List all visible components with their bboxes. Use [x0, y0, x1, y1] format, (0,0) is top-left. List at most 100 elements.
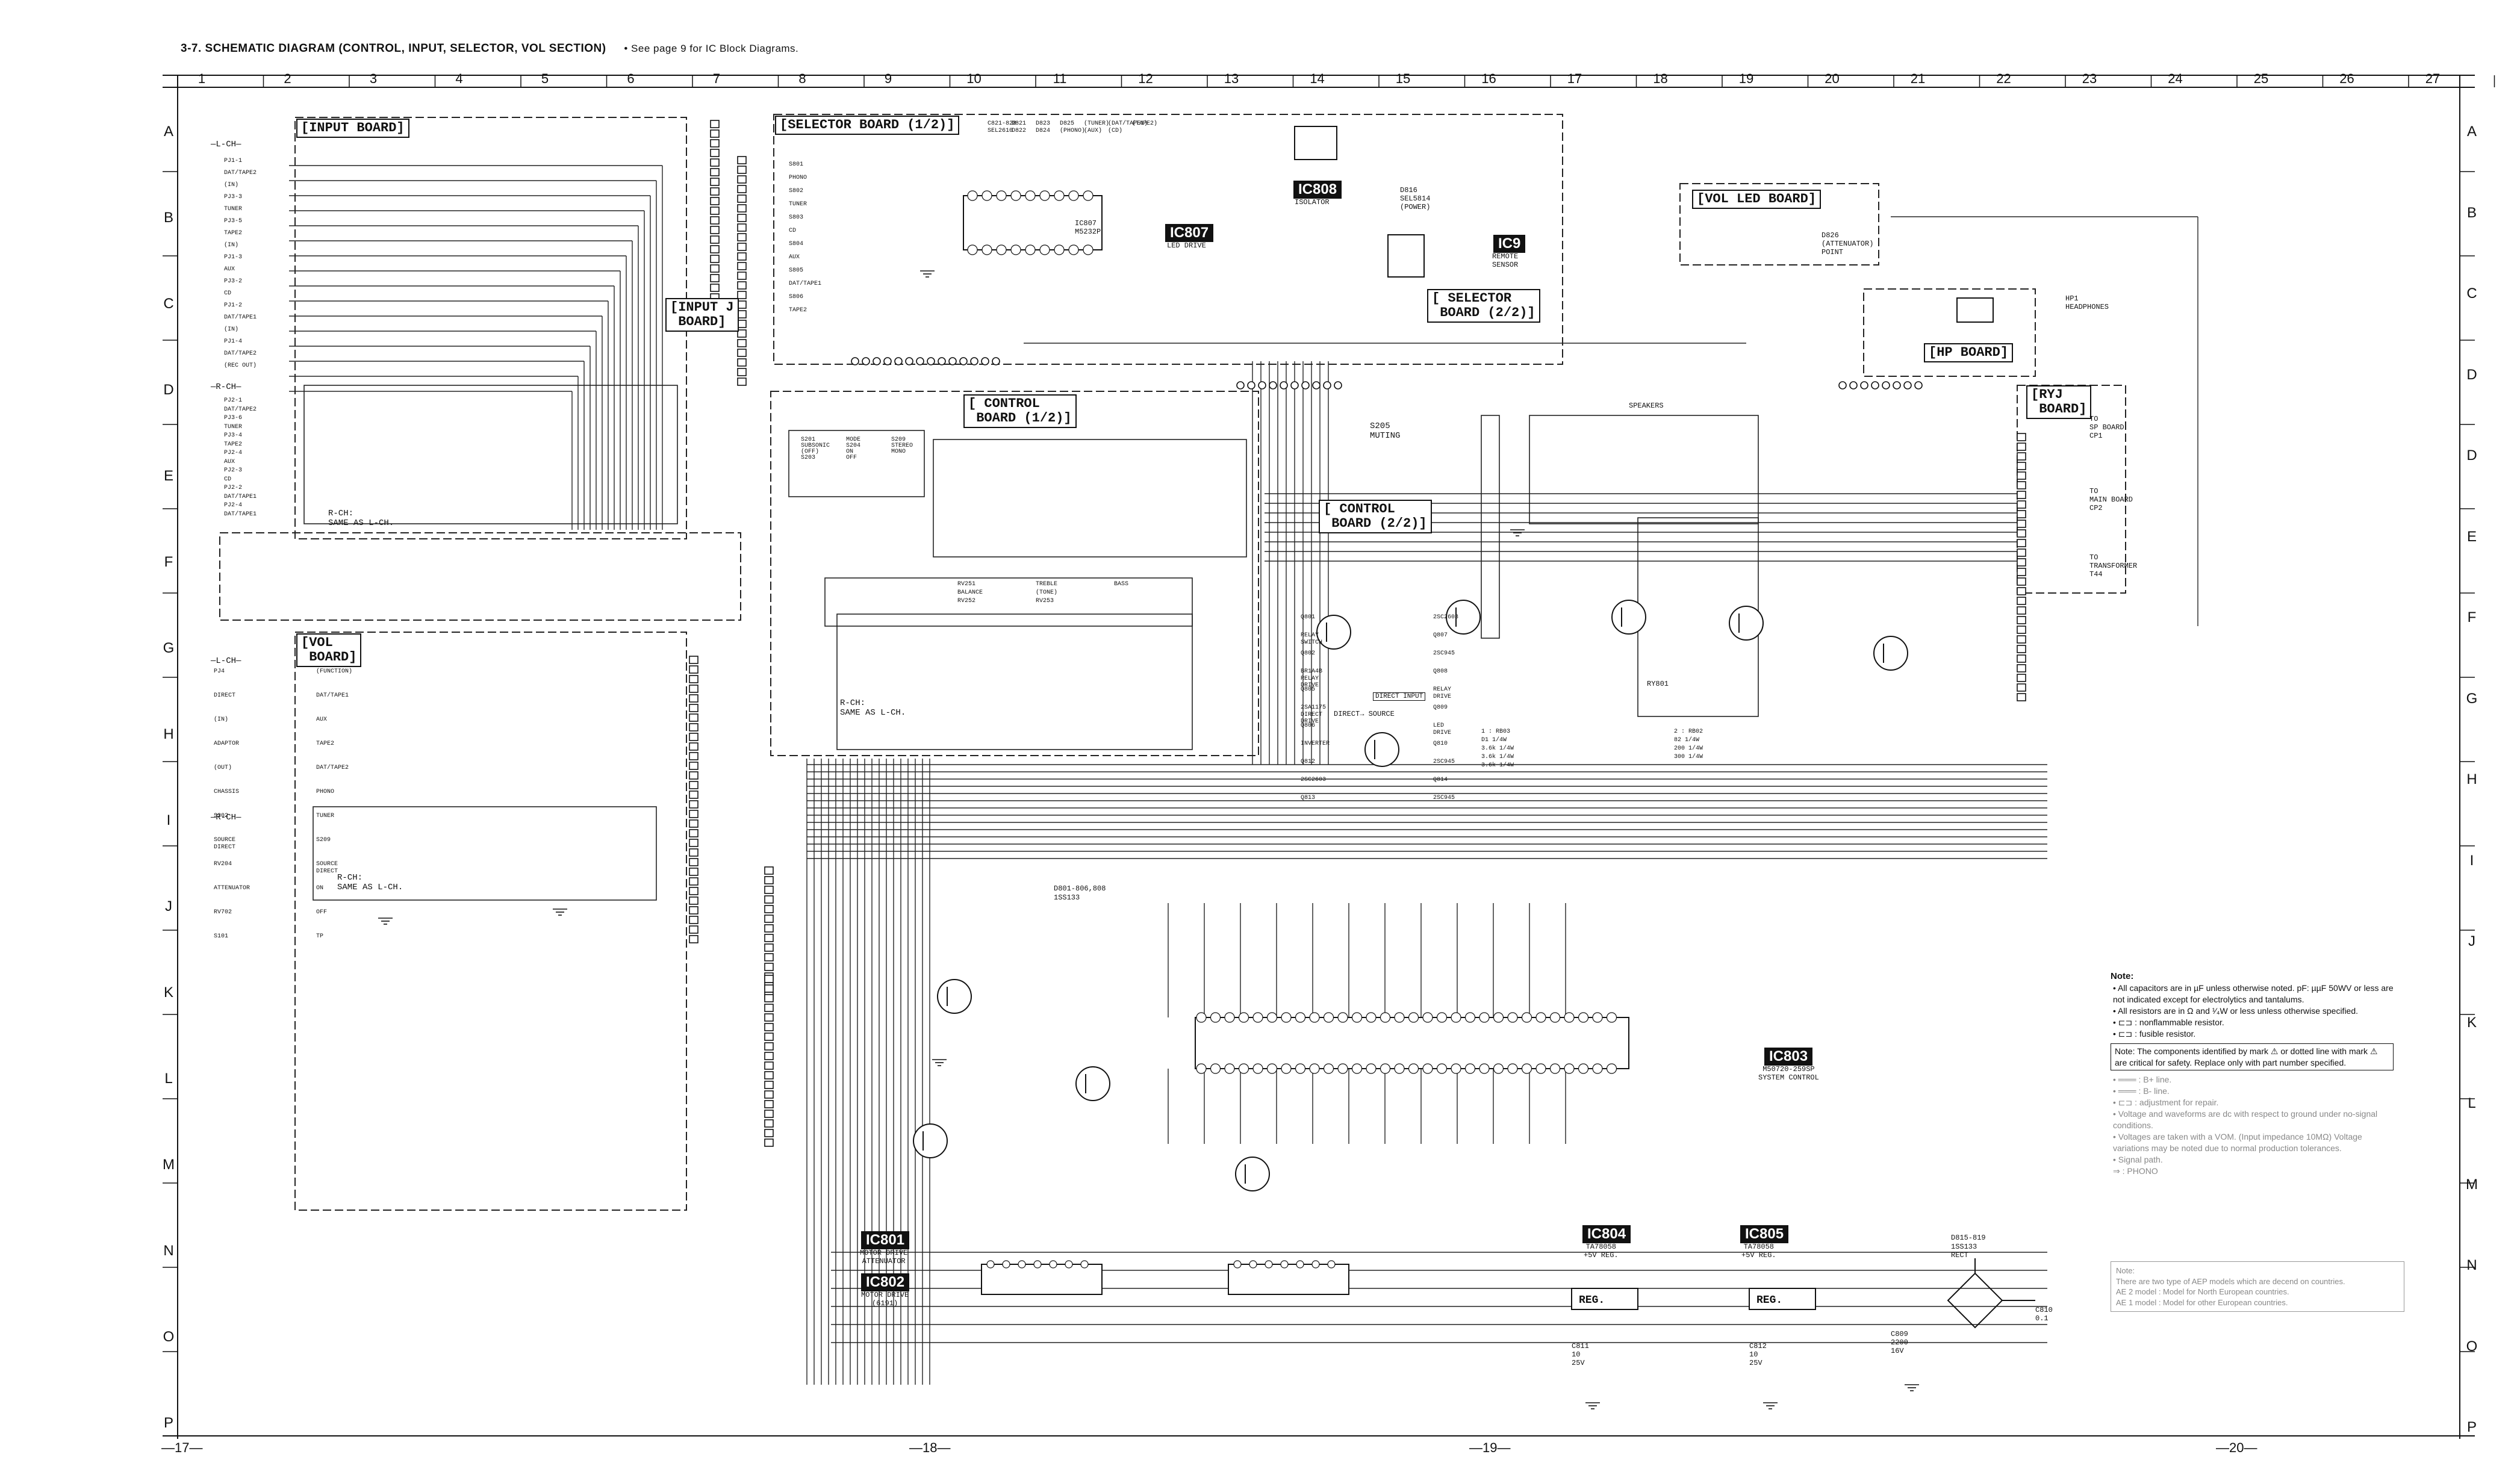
- ic801-pin: [1249, 1260, 1257, 1269]
- selector-sw-2: S802: [789, 188, 804, 194]
- ic805-caption: TA78058 +5V REG.: [1741, 1243, 1776, 1259]
- hp-jack: [1956, 297, 1994, 323]
- vol-part-12: (FUNCTION): [316, 668, 353, 675]
- column-number-24: 24: [2168, 71, 2183, 86]
- column-number-11: 11: [1053, 71, 1067, 86]
- connector-pin: [2017, 433, 2026, 441]
- vol-part-14: AUX: [316, 716, 328, 723]
- ic801-pin: [1265, 1260, 1273, 1269]
- ic803-pin: [1196, 1012, 1207, 1023]
- connector-pin: [737, 320, 747, 328]
- ic803-pin: [1281, 1012, 1292, 1023]
- title-main: 3-7. SCHEMATIC DIAGRAM (CONTROL, INPUT, …: [181, 42, 606, 55]
- input-board-label: [INPUT BOARD]: [296, 119, 409, 138]
- input-jack-3: PJ3-3: [224, 194, 243, 200]
- connector-contact: [1290, 381, 1299, 390]
- ic803-pin: [1479, 1063, 1490, 1074]
- ic803-pin: [1252, 1063, 1263, 1074]
- connector-pin: [689, 877, 698, 886]
- column-number-5: 5: [541, 71, 549, 86]
- row-letter-left-F: F: [164, 554, 173, 570]
- column-number-15: 15: [1395, 71, 1411, 86]
- connector-pin: [2017, 471, 2026, 480]
- page-number-20: —20—: [2216, 1440, 2257, 1455]
- ic803-pin: [1521, 1063, 1532, 1074]
- transistor-symbol: [1446, 600, 1481, 635]
- q-part-4: Q805: [1301, 686, 1316, 693]
- input-jack-17: (REC OUT): [224, 362, 257, 369]
- connector-contact: [883, 357, 892, 365]
- ic803-pin: [1224, 1012, 1235, 1023]
- ic802-pin: [1065, 1260, 1073, 1269]
- ic803-pin: [1592, 1012, 1603, 1023]
- connector-pin: [2017, 645, 2026, 653]
- connector-pin: [689, 694, 698, 703]
- notes-heading: Note:: [2111, 971, 2134, 981]
- connector-pin: [737, 329, 747, 338]
- ic803-pin: [1210, 1012, 1221, 1023]
- connector-pin: [764, 1052, 774, 1060]
- vol-part-10: RV702: [214, 909, 232, 916]
- connector-contact: [1301, 381, 1310, 390]
- connector-pin: [2017, 654, 2026, 663]
- vol-part-0: PJ4: [214, 668, 225, 675]
- control-board-2-label: [ CONTROL BOARD (2/2)]: [1319, 500, 1432, 534]
- input-jack-r-2: PJ3-6: [224, 415, 243, 421]
- q-part-17: LED DRIVE: [1433, 722, 1452, 736]
- transistor-symbol: [937, 979, 972, 1014]
- input-jack-r-5: TAPE2: [224, 441, 243, 448]
- input-jack-r-8: PJ2-3: [224, 467, 243, 474]
- note-adjustment: • ⊏⊐ : adjustment for repair.: [2113, 1098, 2219, 1108]
- ic9-caption: REMOTE SENSOR: [1492, 252, 1519, 269]
- connector-pin: [737, 300, 747, 309]
- transistor-symbol: [1873, 636, 1908, 671]
- input-jack-0: PJ1-1: [224, 158, 243, 164]
- ic807-badge: IC807: [1165, 224, 1214, 242]
- connector-pin: [689, 810, 698, 818]
- ic9-badge: IC9: [1493, 235, 1526, 253]
- column-number-20: 20: [1825, 71, 1840, 86]
- row-letter-right-11: K: [2466, 1014, 2477, 1031]
- control-sw-7: OFF: [846, 455, 857, 461]
- connector-pin: [2017, 520, 2026, 528]
- connector-pin: [764, 1013, 774, 1022]
- page-title: 3-7. SCHEMATIC DIAGRAM (CONTROL, INPUT, …: [181, 42, 798, 55]
- input-jack-12: PJ1-2: [224, 302, 243, 309]
- row-letter-right-13: M: [2466, 1176, 2478, 1193]
- row-letter-left-M: M: [163, 1157, 175, 1173]
- connector-pin: [737, 252, 747, 261]
- connector-pin: [764, 1023, 774, 1031]
- connector-contact: [873, 357, 881, 365]
- model-note-ae2: AE 2 model : Model for North European co…: [2116, 1287, 2289, 1297]
- connector-pin: [2017, 500, 2026, 509]
- connector-pin: [737, 368, 747, 376]
- cap-c812: C812 10 25V: [1749, 1342, 1767, 1367]
- note-signal-path: • Signal path.: [2113, 1154, 2163, 1164]
- selector-board-2-label: [ SELECTOR BOARD (2/2)]: [1427, 289, 1540, 323]
- row-letter-left-J: J: [165, 898, 172, 915]
- connector-pin: [764, 984, 774, 993]
- ic807-pin: [1068, 190, 1079, 201]
- connector-pin: [710, 129, 720, 138]
- tone-5: RV253: [1036, 598, 1054, 604]
- control-sw-1: SUBSONIC: [801, 443, 830, 449]
- connector-pin: [764, 943, 774, 952]
- ryj-out-sp: TO SP BOARD CP1: [2089, 415, 2124, 440]
- connector-contact: [1334, 381, 1342, 390]
- ic803-pin: [1578, 1012, 1589, 1023]
- ic807-caption: LED DRIVE: [1167, 241, 1206, 250]
- reg-ic804: REG.: [1579, 1294, 1605, 1306]
- connector-pin: [764, 924, 774, 933]
- input-jack-7: (IN): [224, 242, 239, 249]
- connector-pin: [710, 158, 720, 167]
- vol-part-4: (OUT): [214, 765, 232, 771]
- vol-part-21: ON: [316, 885, 324, 892]
- ic803-pin: [1323, 1012, 1334, 1023]
- row-letter-left-D: D: [163, 382, 174, 398]
- connector-contact: [905, 357, 913, 365]
- column-number-4: 4: [455, 71, 463, 86]
- model-notes: Note: There are two type of AEP models w…: [2111, 1261, 2404, 1312]
- input-jack-r-11: DAT/TAPE1: [224, 493, 257, 500]
- row-letter-left-K: K: [163, 984, 173, 1001]
- ic803-pin: [1549, 1012, 1561, 1023]
